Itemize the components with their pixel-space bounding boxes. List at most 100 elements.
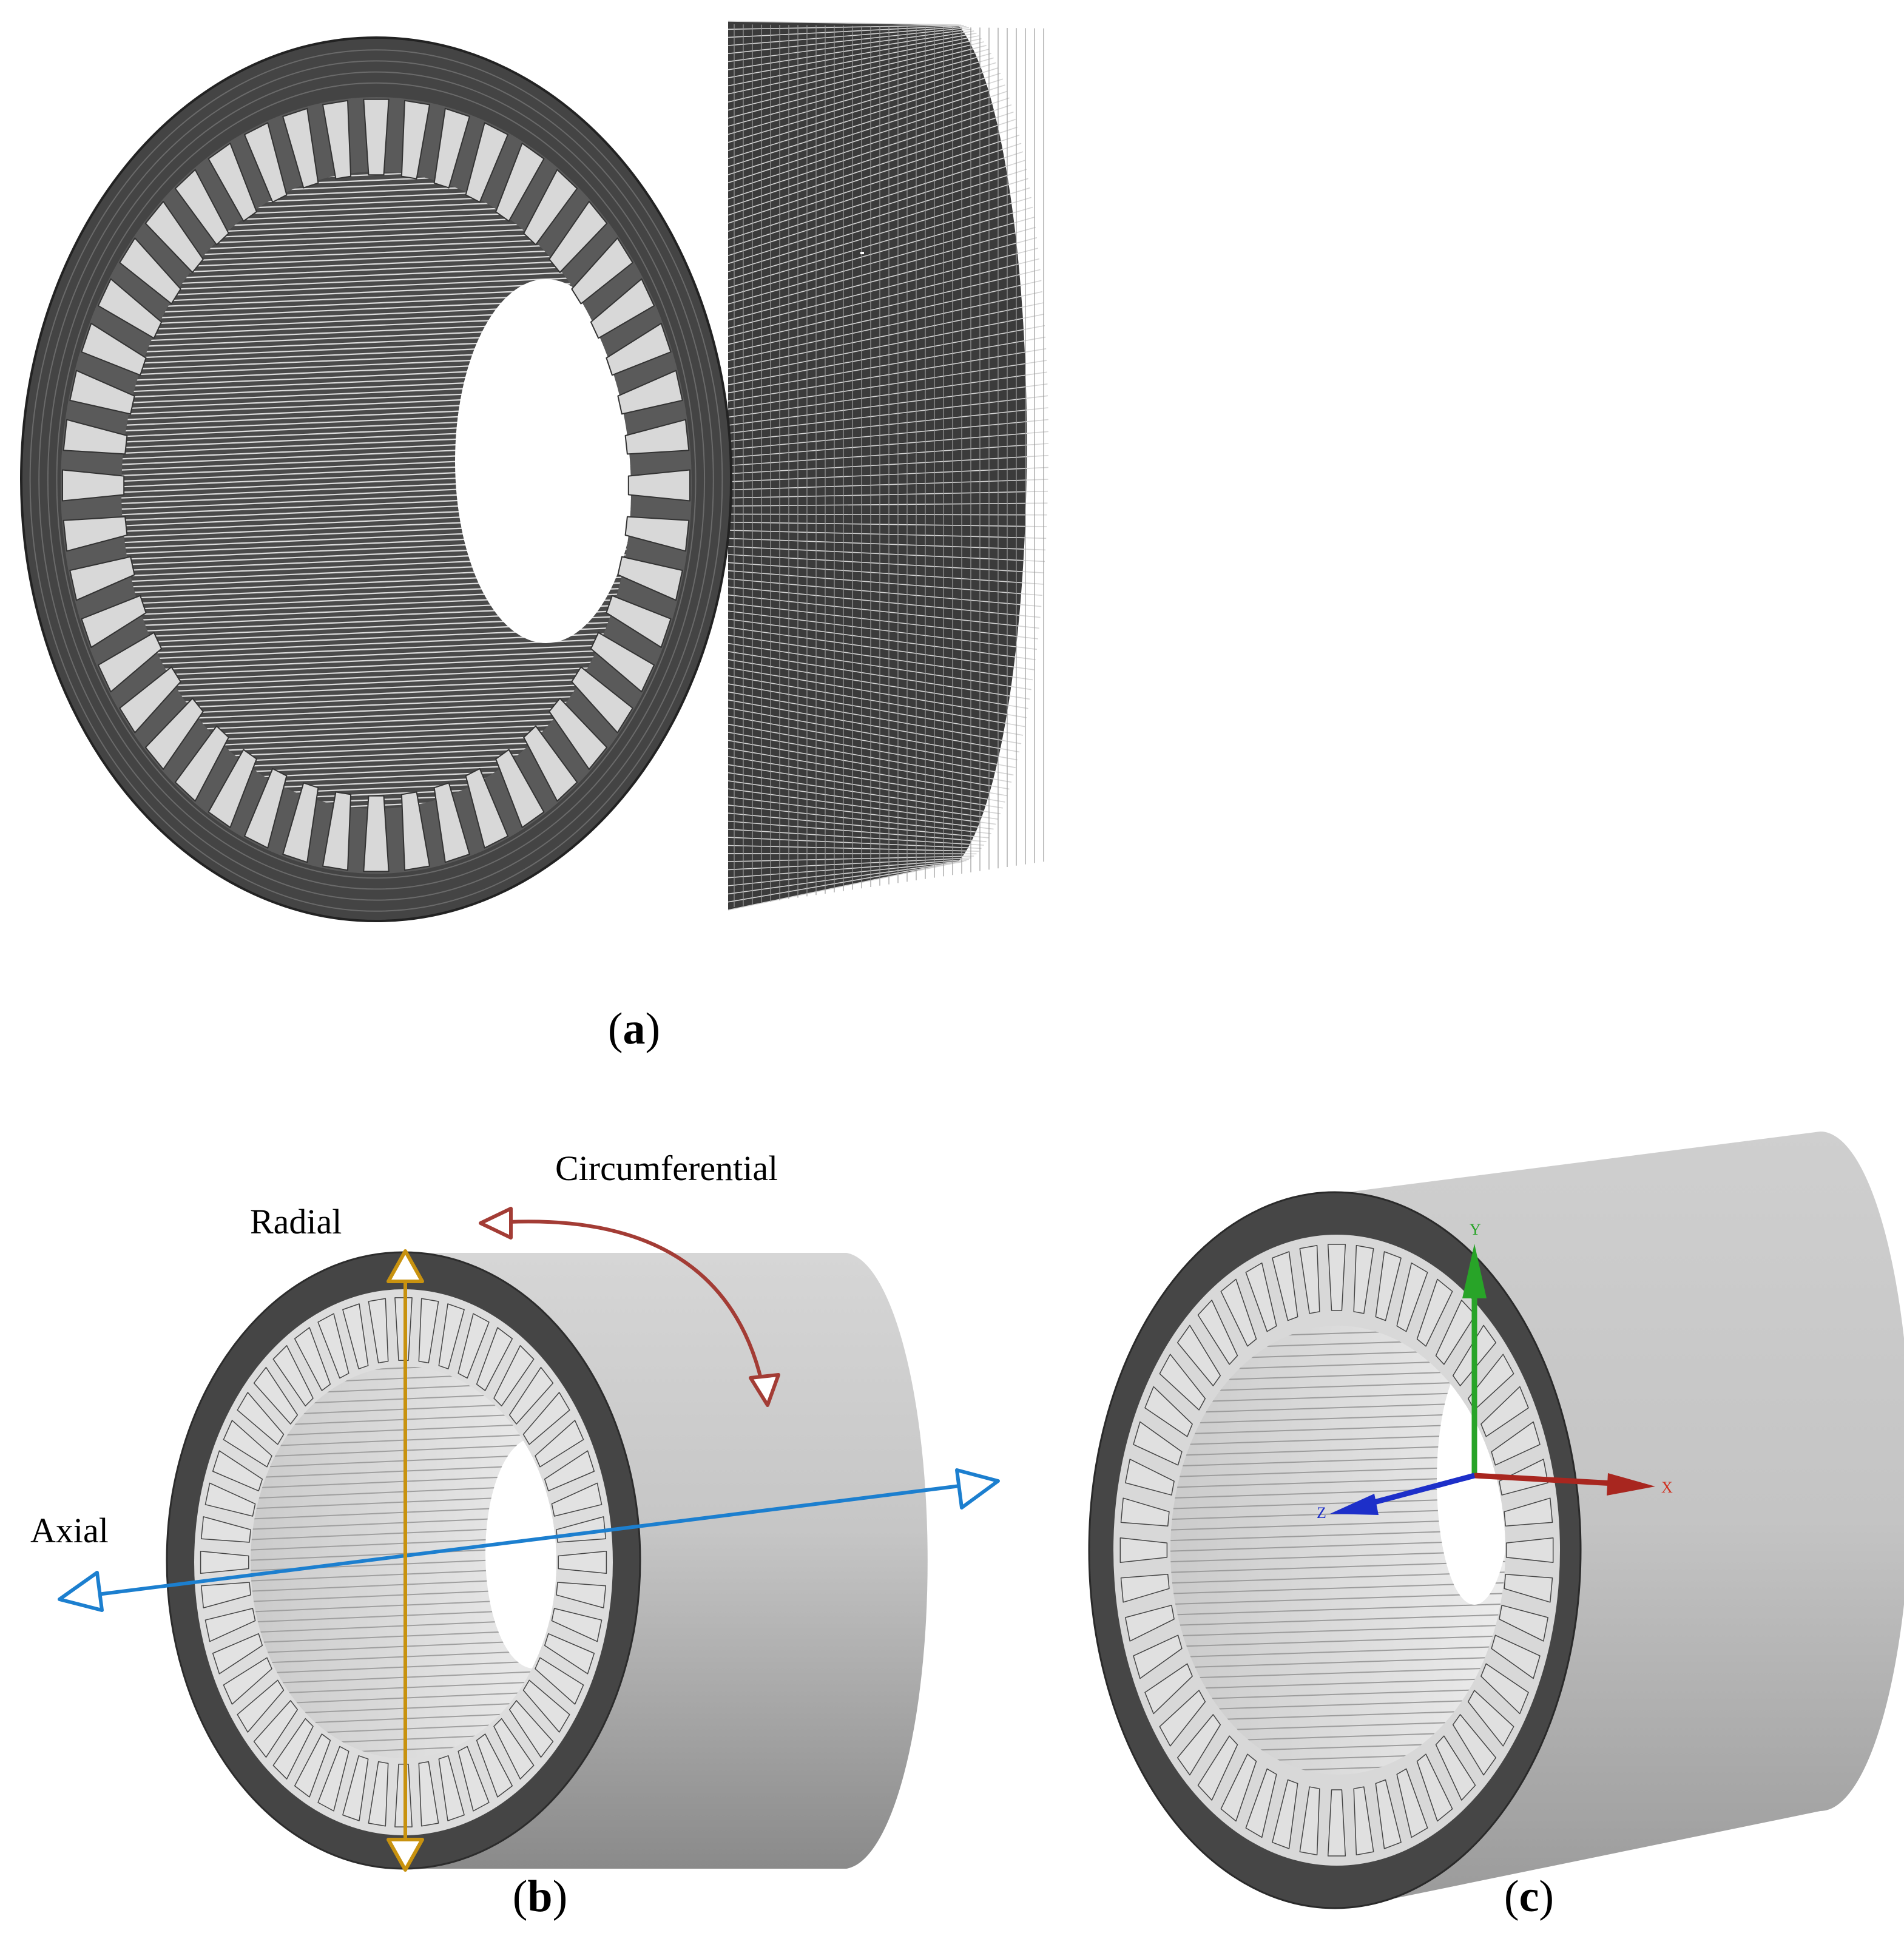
mesh-axial-line — [728, 521, 1047, 527]
axis-y-label: Y — [1470, 1221, 1481, 1238]
mesh-axial-line — [728, 683, 1024, 736]
radial-arrowhead-top — [387, 1249, 424, 1283]
stator-slot — [551, 1608, 603, 1642]
stator-slot — [1505, 1537, 1554, 1563]
stator-slot — [200, 1550, 249, 1574]
mesh-axial-line — [728, 187, 1030, 280]
stator-slot — [495, 749, 545, 828]
stator-c-slots — [1119, 1244, 1554, 1857]
stator-slot — [1125, 1605, 1175, 1642]
mesh-axial-line — [728, 454, 1048, 474]
stator-slot — [1353, 1786, 1374, 1856]
stator-slot — [1435, 1735, 1476, 1801]
stator-slot — [495, 143, 545, 222]
mesh-axial-line — [728, 90, 1008, 184]
stator-slot — [617, 369, 683, 415]
stator-slot — [1176, 1714, 1221, 1776]
mesh-axial-line — [728, 78, 1004, 167]
mesh-slots — [62, 98, 690, 872]
stator-slot — [549, 201, 608, 273]
stator-slot — [174, 169, 229, 246]
stator-slot — [1133, 1634, 1183, 1679]
mesh-bore-line — [121, 653, 631, 679]
mesh-axial-line — [728, 72, 1001, 160]
mesh-axial-line — [728, 732, 1012, 783]
stator-slot — [342, 1303, 369, 1369]
mesh-axial-line — [728, 169, 1027, 265]
mesh-axial-line — [728, 217, 1035, 305]
mesh-axial-line — [728, 35, 979, 87]
stator-c-bore-line — [1170, 1624, 1505, 1638]
mesh-axial-line — [728, 269, 1041, 345]
stator-slot — [317, 1746, 349, 1812]
mesh-axial-line — [728, 419, 1048, 450]
mesh-axial-line — [728, 860, 967, 886]
stator-slot — [368, 1298, 389, 1364]
panel-b-directions: Radial Circumferential Axial (b) — [30, 1149, 1000, 1921]
mesh-axial-line — [728, 395, 1048, 434]
stator-slot — [627, 469, 690, 502]
stator-b-slots — [200, 1297, 607, 1827]
mesh-axial-line — [728, 570, 1042, 596]
panel-a-mesh-stator: (a) — [20, 21, 1049, 1054]
stator-c-bore-line — [1170, 1666, 1505, 1680]
mesh-axial-line — [728, 627, 1035, 670]
stator-slot — [1125, 1459, 1175, 1496]
mesh-axial-line — [728, 845, 979, 852]
mesh-face-ring — [38, 60, 714, 901]
panel-c-coordinate-axes: Y X Z (c) — [1088, 1132, 1904, 1921]
mesh-bore-line — [121, 664, 631, 690]
stator-slot — [1375, 1779, 1402, 1849]
stator-slot — [1491, 1421, 1541, 1466]
stator-slot — [1375, 1251, 1402, 1321]
stator-slot — [69, 369, 135, 415]
stator-slot — [272, 1718, 314, 1780]
stator-slot — [97, 632, 163, 693]
stator-b-through-hole — [485, 1438, 556, 1668]
stator-slot — [237, 1679, 285, 1733]
stator-slot — [212, 1450, 263, 1492]
stator-slot — [1159, 1354, 1206, 1411]
stator-slot — [1467, 1690, 1514, 1747]
stator-slot — [1416, 1753, 1453, 1822]
stator-slot — [571, 237, 633, 305]
mesh-axial-line — [728, 780, 999, 820]
caption-a: (a) — [608, 1004, 660, 1054]
stator-slot — [617, 556, 683, 601]
label-axial: Axial — [30, 1511, 109, 1550]
stator-slot — [200, 1516, 251, 1543]
mesh-axial-line — [728, 675, 1025, 727]
mesh-bore-line — [121, 669, 631, 695]
stator-slot — [322, 100, 352, 180]
mesh-axial-line — [728, 857, 972, 871]
stator-slot — [237, 1392, 285, 1445]
stator-slot — [1197, 1300, 1238, 1365]
stator-slot — [1452, 1714, 1497, 1776]
stator-slot — [1119, 1537, 1168, 1563]
mesh-axial-line — [728, 659, 1028, 709]
mesh-axial-line — [728, 291, 1043, 362]
stator-slot — [1144, 1386, 1193, 1437]
mesh-axial-line — [728, 371, 1047, 418]
mesh-axial-line — [728, 562, 1044, 585]
axis-x-label: X — [1661, 1479, 1673, 1496]
stator-slot — [606, 595, 672, 648]
radial-arrowhead-bottom — [387, 1838, 424, 1872]
stator-slot — [244, 122, 288, 203]
mesh-axial-line — [728, 812, 989, 838]
mesh-axial-line — [728, 97, 1010, 192]
stator-slot — [282, 782, 319, 863]
stator-slot — [1480, 1663, 1529, 1715]
mesh-axial-line — [728, 545, 1045, 562]
stator-slot — [1480, 1386, 1529, 1437]
mesh-face-ring — [29, 49, 723, 912]
mesh-axial-line — [728, 49, 989, 119]
stator-c-bore-line — [1170, 1602, 1505, 1616]
stator-slot — [1396, 1768, 1428, 1838]
stator-slot — [208, 749, 257, 828]
mesh-axial-line — [728, 530, 1047, 539]
mesh-axial-line — [728, 747, 1008, 797]
stator-c-bore-line — [1170, 1645, 1505, 1659]
mesh-axial-line — [728, 667, 1027, 718]
